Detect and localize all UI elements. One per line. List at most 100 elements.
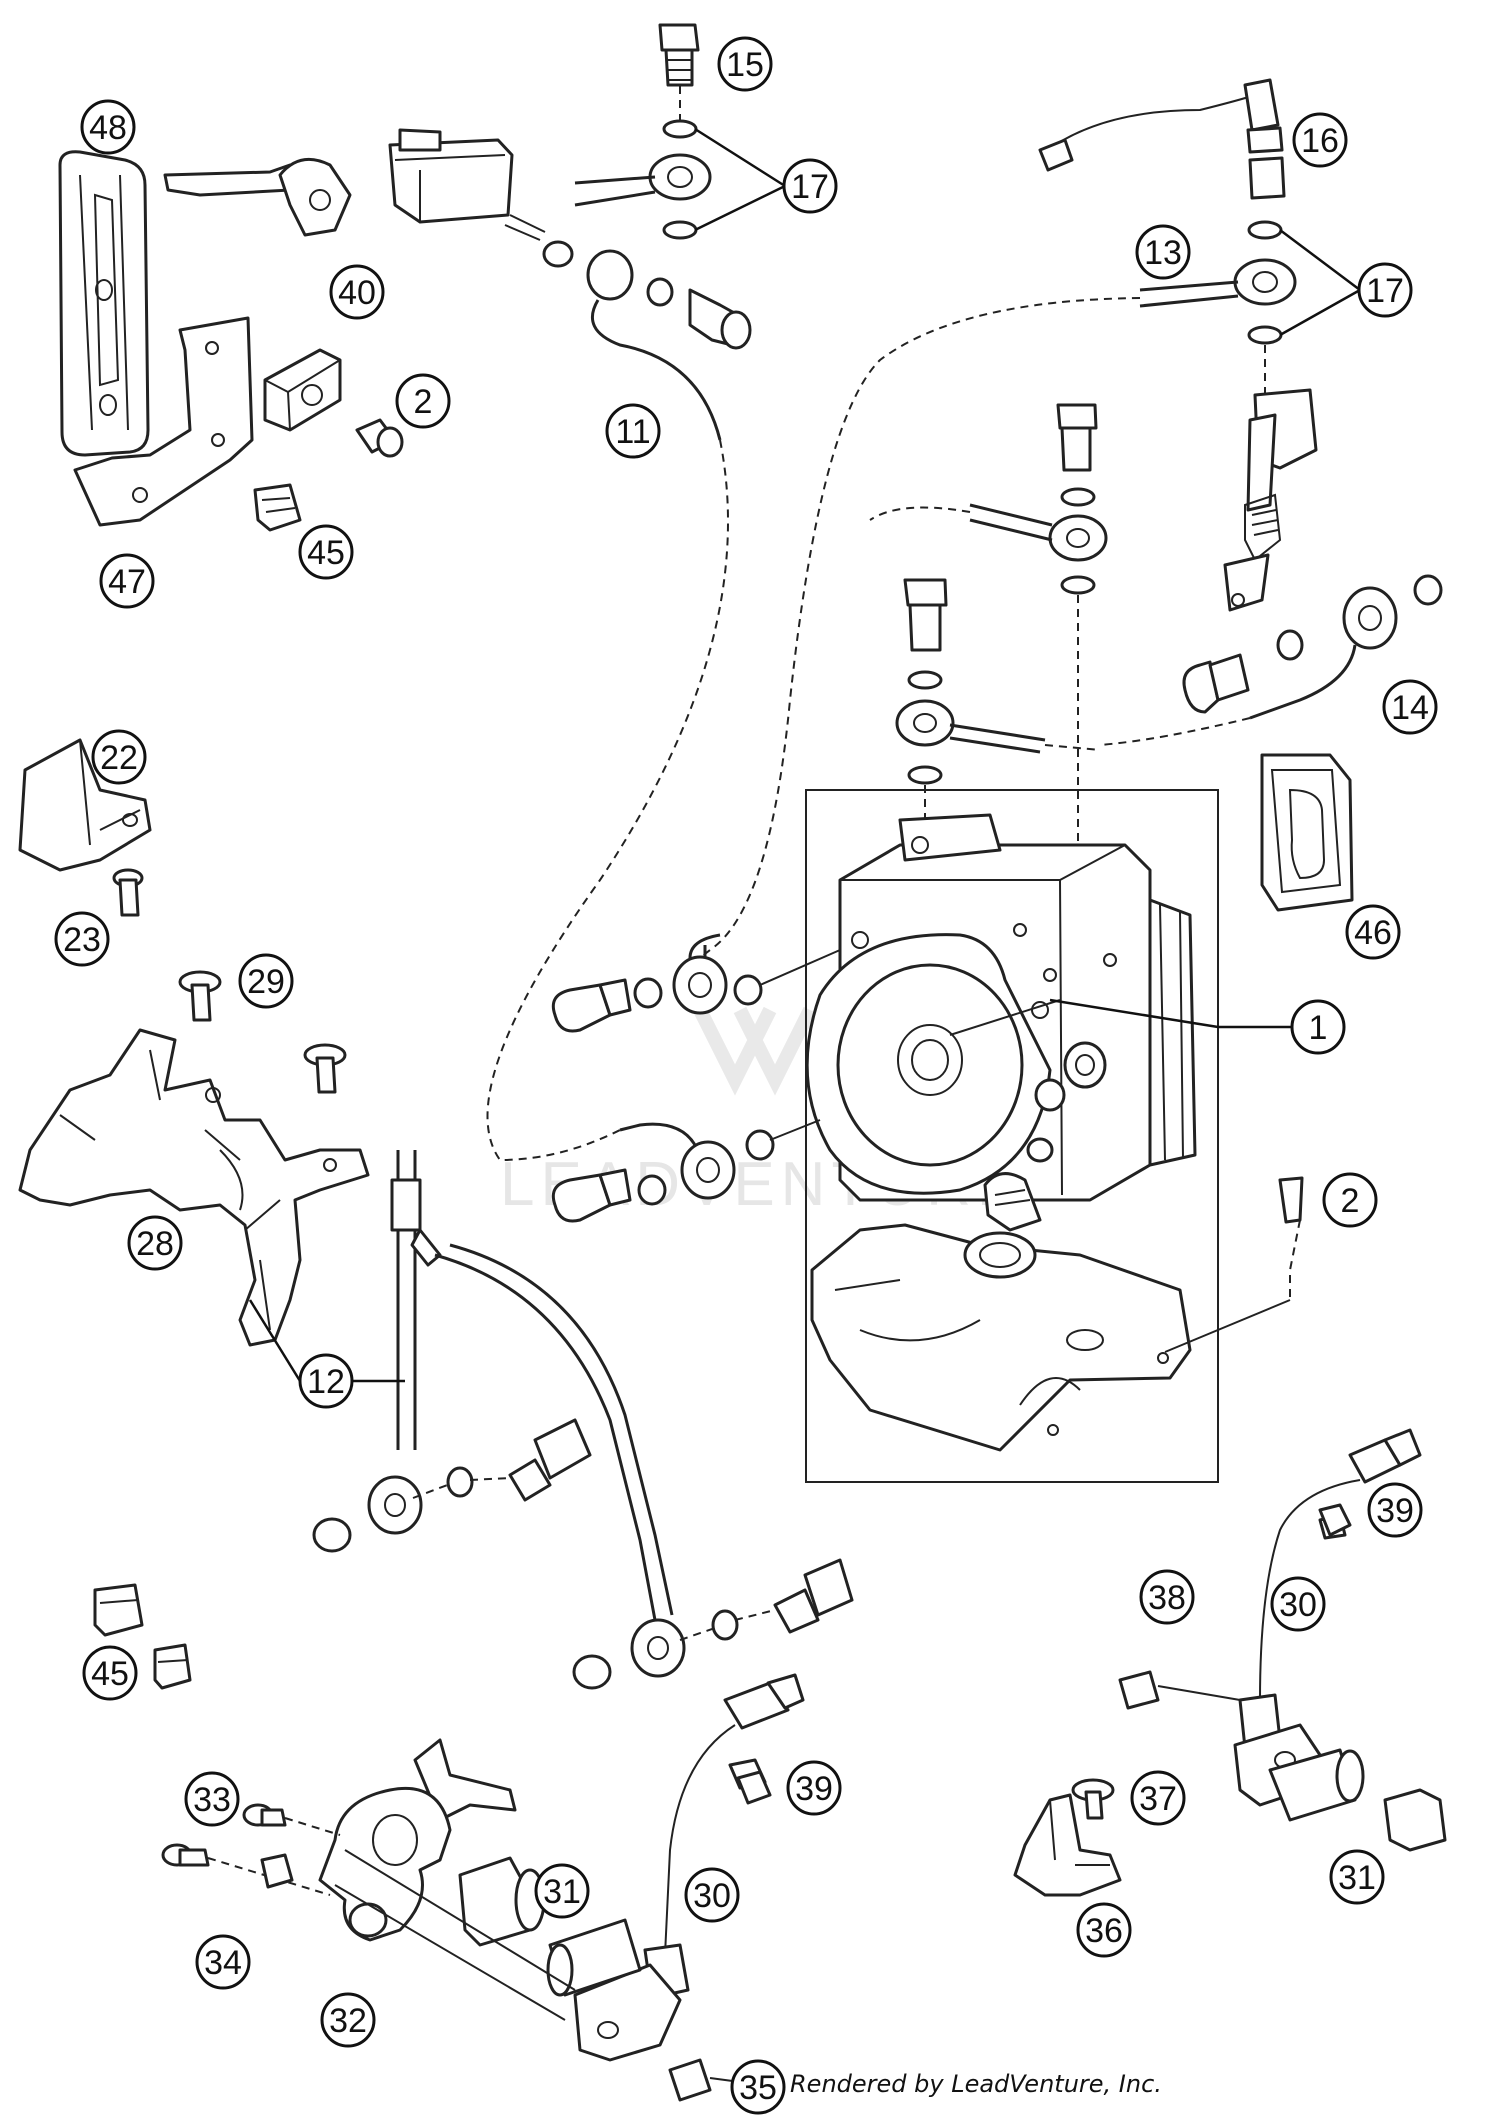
callout-number: 11 — [615, 413, 650, 451]
part-clips-45-lower — [93, 1583, 192, 1690]
callout-15: 15 — [717, 36, 773, 92]
callout-number: 30 — [1279, 1586, 1317, 1624]
callout-number: 12 — [307, 1363, 345, 1401]
callout-number: 45 — [307, 534, 345, 572]
callout-23: 23 — [54, 911, 110, 967]
callout-12: 12 — [298, 1353, 354, 1409]
callout-labels: 4815161713174021145471422462329122812393… — [54, 36, 1438, 2115]
callout-34: 34 — [195, 1934, 251, 1990]
part-bolts-29 — [178, 970, 347, 1094]
part-clip-39-right — [1318, 1503, 1352, 1537]
callout-number: 16 — [1301, 122, 1339, 160]
callout-number: 45 — [91, 1655, 129, 1693]
callout-13: 13 — [1135, 224, 1191, 280]
part-front-master-cylinder — [163, 128, 546, 241]
callout-number: 39 — [1376, 1492, 1414, 1530]
callout-17: 17 — [1357, 262, 1413, 318]
callout-number: 31 — [1338, 1859, 1376, 1897]
callout-30: 30 — [684, 1867, 740, 1923]
callout-number: 22 — [100, 739, 138, 777]
part-screw-37 — [1071, 1778, 1115, 1820]
callout-number: 34 — [204, 1944, 242, 1982]
callout-number: 17 — [1366, 272, 1404, 310]
part-bolts-33 — [161, 1803, 341, 1896]
callout-number: 46 — [1354, 914, 1392, 952]
part-bracket-48 — [58, 150, 150, 457]
part-speed-sensor-left — [458, 1673, 805, 2102]
part-washers-17-top — [574, 86, 712, 240]
callout-45: 45 — [298, 524, 354, 580]
part-washers-17-right — [1233, 220, 1297, 345]
callout-37: 37 — [1130, 1770, 1186, 1826]
callout-35: 35 — [730, 2059, 786, 2115]
callout-1: 1 — [1290, 999, 1346, 1055]
part-guard-22 — [18, 738, 152, 872]
callout-number: 2 — [414, 383, 433, 421]
callout-number: 17 — [791, 168, 829, 206]
callout-46: 46 — [1345, 904, 1401, 960]
part-banjo-bolt-15 — [658, 23, 700, 87]
callout-32: 32 — [320, 1992, 376, 2048]
callout-48: 48 — [80, 99, 136, 155]
callout-number: 29 — [247, 963, 285, 1001]
callout-45: 45 — [82, 1645, 138, 1701]
part-sensor-guard-36 — [1013, 1793, 1122, 1897]
part-abs-banjo-inputs — [551, 933, 841, 1223]
callout-number: 23 — [63, 921, 101, 959]
part-speed-sensor-right — [1118, 1428, 1447, 1852]
part-banjo-hose-14 — [1099, 574, 1443, 746]
callout-30: 30 — [1270, 1576, 1326, 1632]
callout-number: 39 — [795, 1770, 833, 1808]
callout-22: 22 — [91, 729, 147, 785]
callout-14: 14 — [1382, 679, 1438, 735]
callout-47: 47 — [99, 553, 155, 609]
callout-number: 35 — [739, 2069, 777, 2107]
callout-number: 48 — [89, 109, 127, 147]
callout-number: 47 — [108, 563, 146, 601]
callout-number: 13 — [1144, 234, 1182, 272]
callout-33: 33 — [184, 1771, 240, 1827]
callout-number: 38 — [1148, 1579, 1186, 1617]
part-pressure-switch-16 — [1038, 78, 1286, 200]
part-clamp-40 — [263, 348, 342, 432]
callout-2: 2 — [1322, 1172, 1378, 1228]
callout-38: 38 — [1139, 1569, 1195, 1625]
part-rubber-cover-46 — [1260, 753, 1354, 912]
part-spacer-34 — [260, 1853, 294, 1889]
part-screw-23 — [112, 868, 144, 917]
footer-credit: Rendered by LeadVenture, Inc. — [790, 2070, 1162, 2098]
callout-number: 40 — [338, 274, 376, 312]
callout-31: 31 — [1329, 1849, 1385, 1905]
callout-39: 39 — [1367, 1482, 1423, 1538]
callout-40: 40 — [329, 264, 385, 320]
part-banjo-hose-11 — [486, 240, 752, 1162]
callout-number: 30 — [693, 1877, 731, 1915]
callout-28: 28 — [127, 1215, 183, 1271]
callout-16: 16 — [1292, 112, 1348, 168]
part-brake-line-12 — [312, 1150, 854, 1690]
callout-number: 32 — [329, 2002, 367, 2040]
callout-31: 31 — [534, 1863, 590, 1919]
part-clip-45-top — [253, 483, 302, 532]
part-abs-unit-1 — [805, 403, 1219, 1483]
callout-39: 39 — [786, 1760, 842, 1816]
part-abs-bracket-28 — [18, 1028, 370, 1347]
callout-17: 17 — [782, 158, 838, 214]
part-clip-39-left — [736, 1770, 772, 1805]
callout-number: 37 — [1139, 1780, 1177, 1818]
callout-number: 28 — [136, 1225, 174, 1263]
callout-number: 31 — [543, 1873, 581, 1911]
callout-number: 2 — [1341, 1182, 1360, 1220]
callout-2: 2 — [395, 373, 451, 429]
callout-36: 36 — [1076, 1902, 1132, 1958]
callout-number: 33 — [193, 1781, 231, 1819]
part-caliper-bracket-32 — [318, 1738, 576, 2021]
part-screw-2-top — [355, 418, 404, 458]
part-bracket-47 — [73, 316, 254, 527]
callout-11: 11 — [605, 403, 661, 459]
part-rear-master-cylinder — [1223, 388, 1318, 612]
callout-29: 29 — [238, 953, 294, 1009]
callout-number: 36 — [1085, 1912, 1123, 1950]
callout-number: 1 — [1309, 1009, 1328, 1047]
